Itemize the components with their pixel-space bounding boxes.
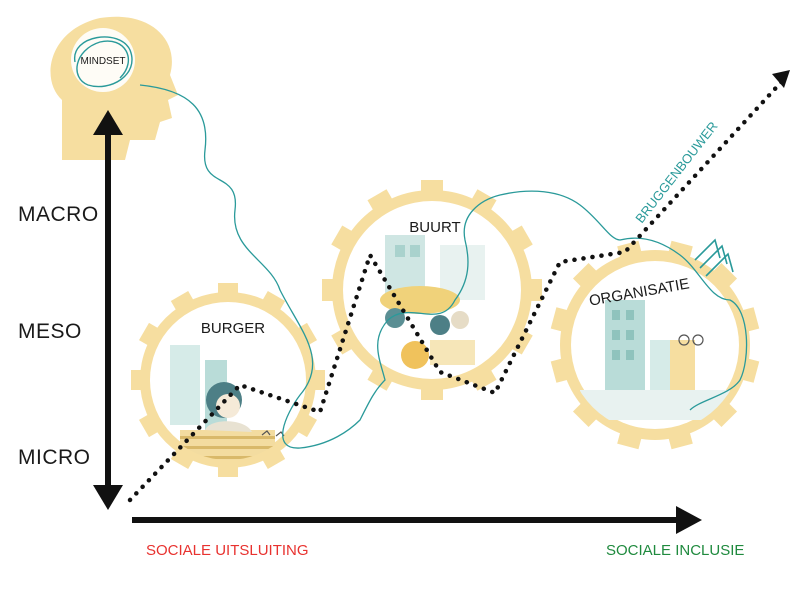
vertical-axis-arrow-top xyxy=(93,110,123,135)
mindset-label: MINDSET xyxy=(81,56,126,67)
burger-illustration xyxy=(170,345,285,460)
gear-buurt-label: BUURT xyxy=(409,219,460,236)
gear-organisatie xyxy=(550,240,760,450)
head-silhouette xyxy=(50,16,178,160)
level-macro: MACRO xyxy=(18,203,99,226)
level-meso: MESO xyxy=(18,320,82,343)
gear-buurt xyxy=(322,180,542,400)
bruggenbouwer-label: BRUGGENBOUWER xyxy=(632,119,720,226)
vertical-axis-arrow-bottom xyxy=(93,485,123,510)
gear-burger-label: BURGER xyxy=(201,320,265,337)
dotted-path-arrowhead xyxy=(772,70,790,88)
horizontal-axis-arrow xyxy=(676,506,702,534)
axis-end-label: SOCIALE INCLUSIE xyxy=(606,542,745,559)
dotted-path xyxy=(127,75,788,503)
level-micro: MICRO xyxy=(18,446,91,469)
axis-start-label: SOCIALE UITSLUITING xyxy=(146,542,309,559)
connecting-thread xyxy=(139,84,748,449)
gear-burger xyxy=(131,283,325,477)
bridge-icon xyxy=(694,238,734,277)
buurt-illustration xyxy=(380,235,485,369)
organisatie-illustration xyxy=(580,300,730,420)
